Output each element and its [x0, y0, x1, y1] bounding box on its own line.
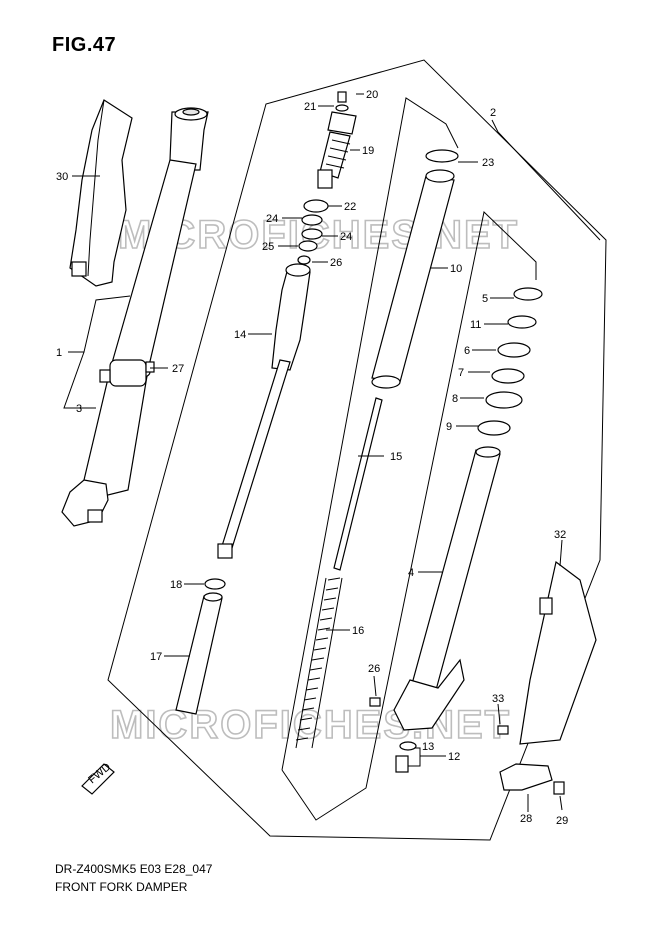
forward-arrow-icon: FWD: [81, 761, 115, 795]
callout-number: 19: [362, 145, 374, 157]
callout-number: 3: [76, 403, 82, 415]
lower-leg-part-4: [393, 446, 501, 731]
guard-part-32: [519, 560, 597, 745]
bushing-part-11: [507, 315, 537, 329]
callout-number: 1: [56, 347, 62, 359]
callout-number: 7: [458, 367, 464, 379]
inner-tube-part-10: [371, 169, 455, 389]
ring-part-18: [204, 578, 226, 590]
frame-inner-b: [281, 211, 537, 821]
frame-inner-a: [281, 97, 459, 771]
callout-number: 20: [366, 89, 378, 101]
callout-number: 17: [150, 651, 162, 663]
callout-number: 23: [482, 157, 494, 169]
clip-part-8: [485, 391, 523, 409]
bolt-part-20: [335, 91, 349, 112]
callout-number: 25: [262, 241, 274, 253]
callout-number: 8: [452, 393, 458, 405]
figure-title: FIG.47: [52, 34, 117, 56]
callout-number: 29: [556, 815, 568, 827]
callout-number: 12: [448, 751, 460, 763]
callout-number: 33: [492, 693, 504, 705]
callout-number: 18: [170, 579, 182, 591]
washer-part-6: [497, 342, 531, 358]
callout-number: 28: [520, 813, 532, 825]
callout-number: 9: [446, 421, 452, 433]
callout-number: 30: [56, 171, 68, 183]
callout-lines: [63, 93, 601, 812]
callout-number: 5: [482, 293, 488, 305]
footer-model-code: DR-Z400SMK5 E03 E28_047: [55, 862, 213, 876]
bolt-part-30: [553, 781, 565, 795]
callout-number: 15: [390, 451, 402, 463]
callout-number: 2: [490, 107, 496, 119]
seal-part-7: [491, 368, 525, 384]
callout-number: 26: [330, 257, 342, 269]
callout-number: 16: [352, 625, 364, 637]
fork-guard-part-31: [69, 99, 133, 287]
ring-part-23: [425, 149, 459, 163]
callout-number: 21: [304, 101, 316, 113]
bushing-part-5: [513, 287, 543, 301]
callout-number: 26: [368, 663, 380, 675]
ring-part-25: [298, 240, 318, 252]
callout-number: 27: [172, 363, 184, 375]
callout-number: 6: [464, 345, 470, 357]
clamp-part-29: [499, 763, 553, 791]
callout-number: 22: [344, 201, 356, 213]
sleeve-part-17: [175, 592, 223, 715]
ring-part-24a: [301, 214, 323, 226]
callout-number: 4: [408, 567, 414, 579]
callout-number: 11: [470, 319, 481, 331]
bolt-part-33: [497, 725, 509, 735]
bolt-part-27: [369, 697, 381, 707]
footer-caption: FRONT FORK DAMPER: [55, 880, 188, 894]
washer-part-13: [399, 741, 417, 751]
damper-cylinder-part-14: [217, 263, 311, 559]
rod-part-15: [333, 397, 383, 571]
ring-part-26: [297, 255, 311, 265]
callout-number: 10: [450, 263, 462, 275]
callout-number: 14: [234, 329, 246, 341]
spring-part-16: [295, 577, 343, 749]
guard-bracket: [539, 597, 553, 615]
dust-seal-part-9: [477, 420, 511, 436]
ring-part-22: [303, 199, 329, 213]
callout-number: 32: [554, 529, 566, 541]
callout-number: 24: [266, 213, 278, 225]
callout-number: 24: [340, 231, 352, 243]
frame-outer: [107, 59, 607, 841]
ring-part-24b: [301, 228, 323, 240]
callout-labels: 30 1 3 27 20 21 19 22 24 24 25 26 14 18 …: [56, 89, 568, 827]
damper-top-part-19: [317, 111, 357, 189]
bolt-part-12: [395, 755, 409, 773]
callout-number: 13: [422, 741, 434, 753]
clamp-part-28: [99, 359, 155, 387]
